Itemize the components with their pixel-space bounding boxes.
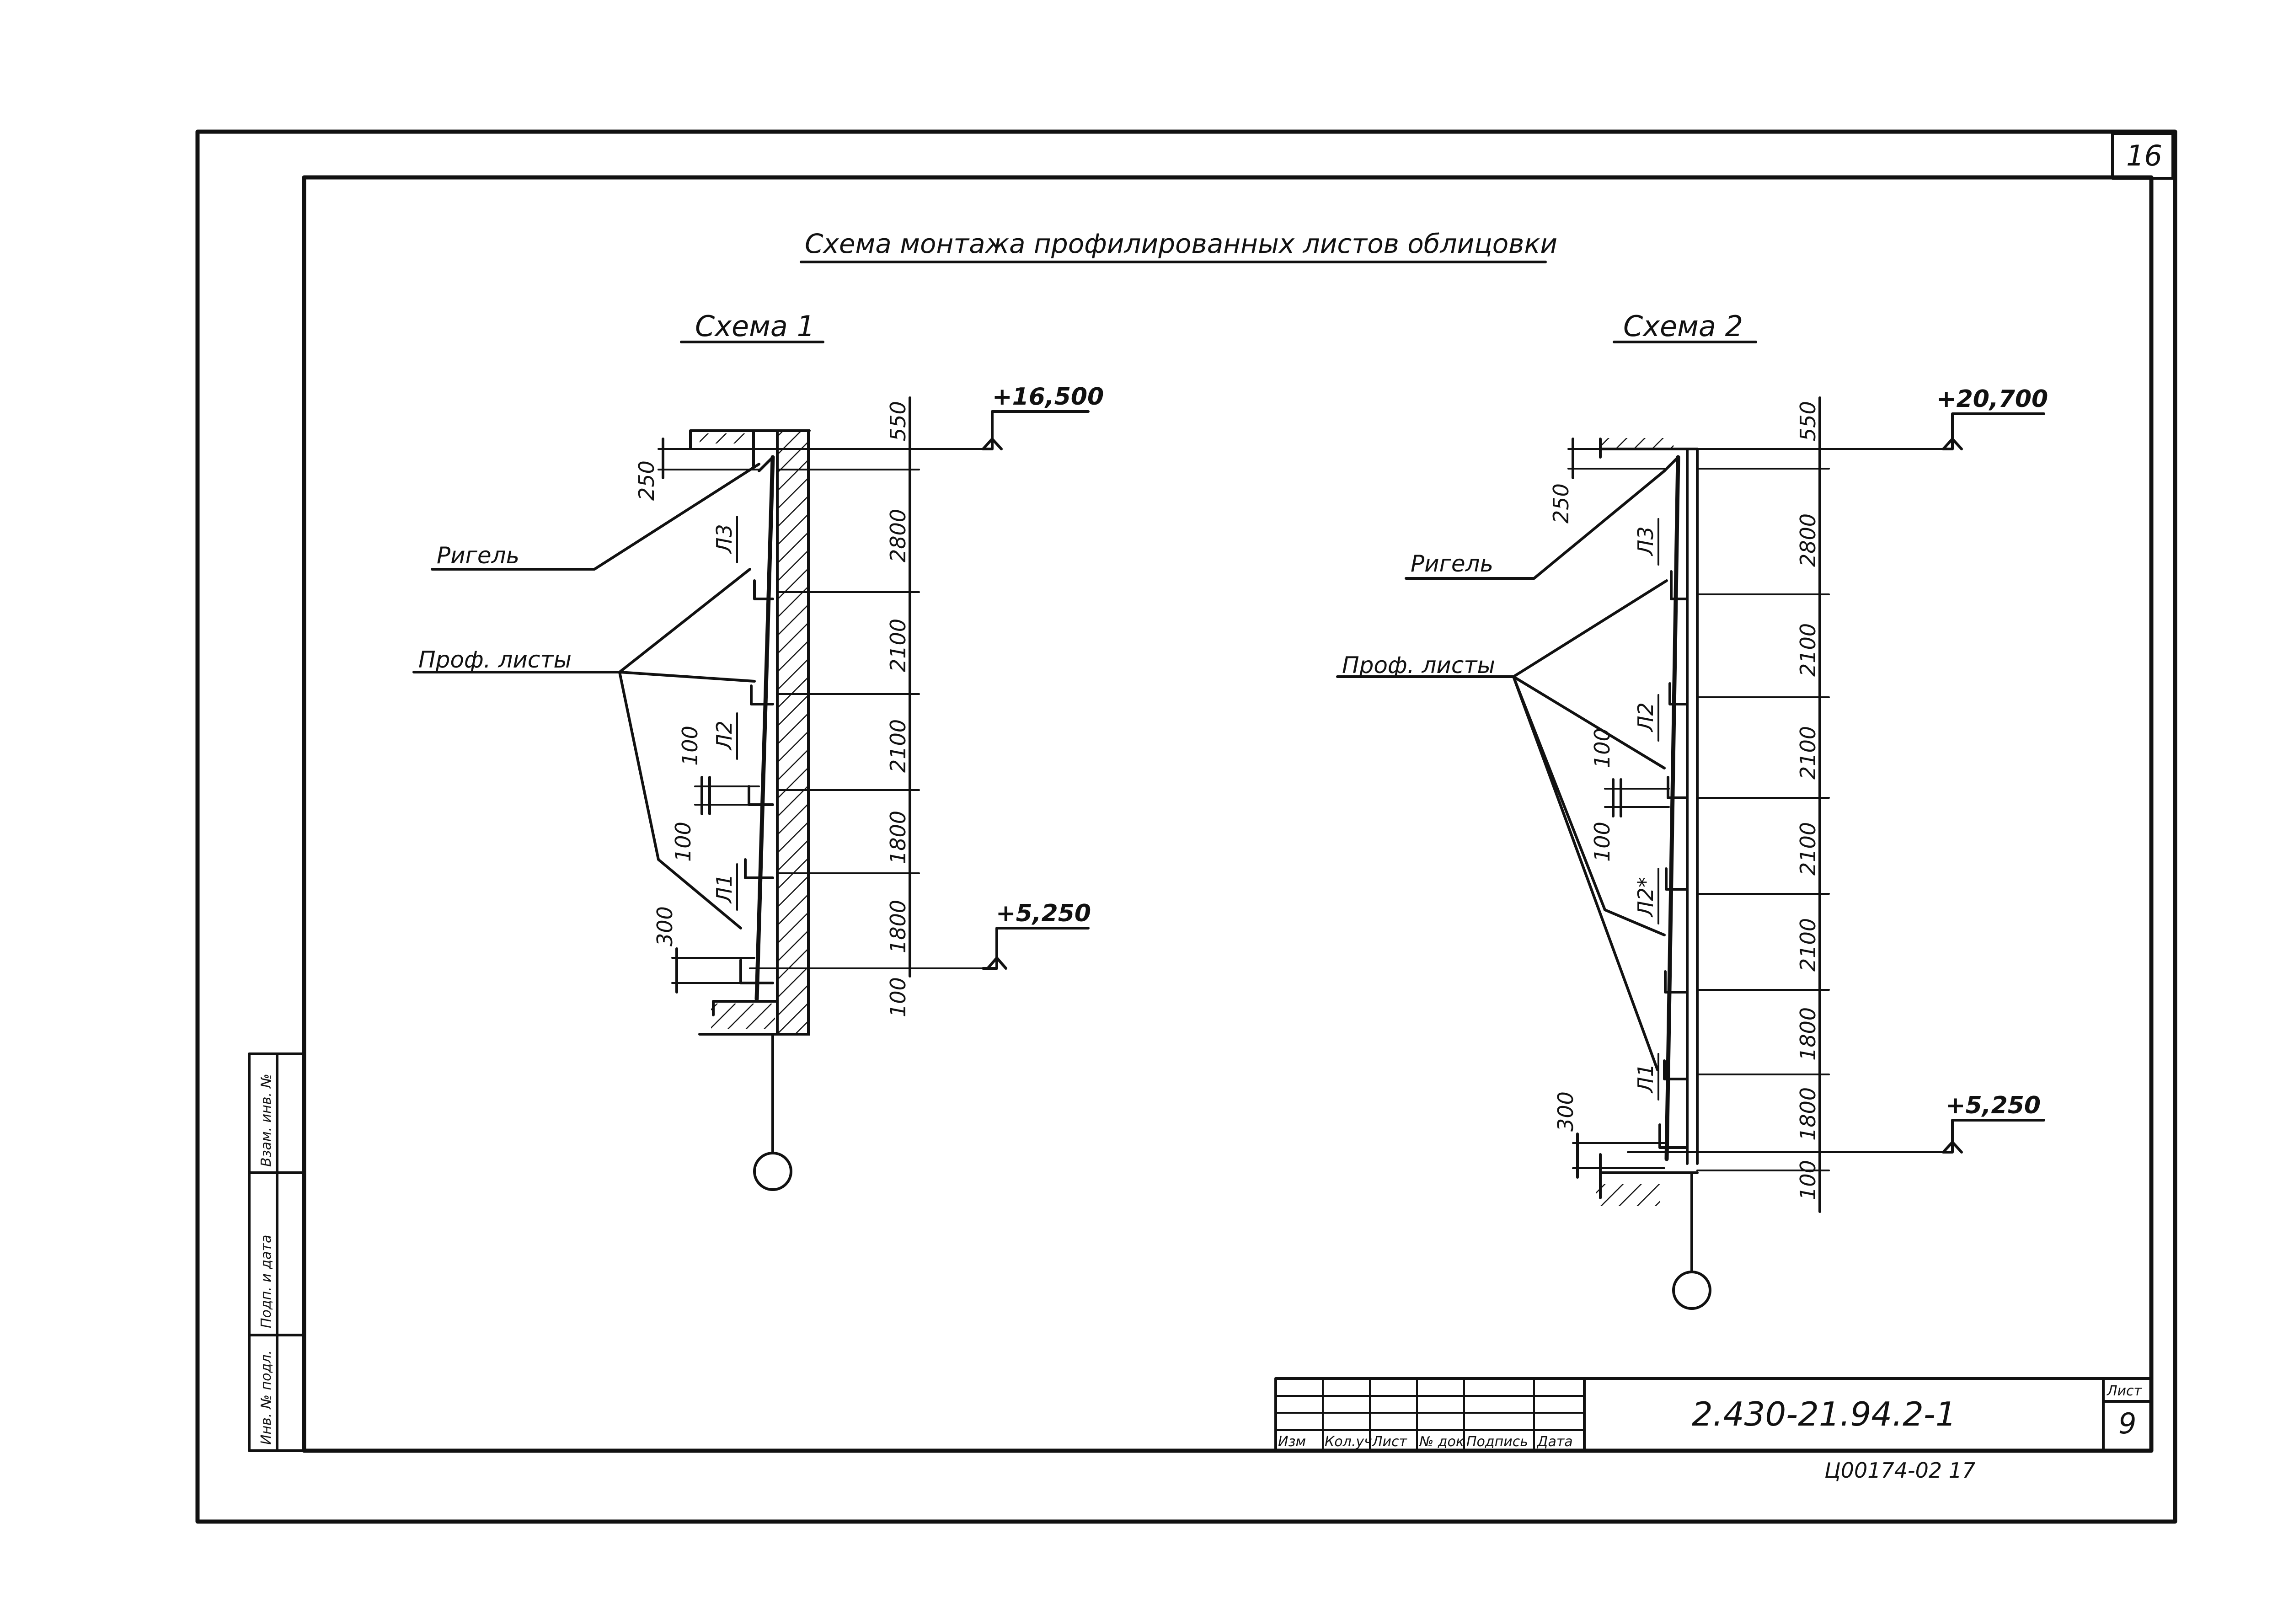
scheme1-mark-L1: Л1 xyxy=(712,874,737,904)
scheme2-dim-100b: 100 xyxy=(1590,822,1615,862)
doc-code: 2.430-21.94.2-1 xyxy=(1692,1395,1957,1433)
scheme2-dim-2800: 2800 xyxy=(1796,513,1820,567)
scheme2-dim-250: 250 xyxy=(1549,483,1573,524)
scheme2-dim-2100a: 2100 xyxy=(1796,623,1820,677)
scheme1-dim-100a: 100 xyxy=(678,726,702,766)
scheme2-dim-1800a: 1800 xyxy=(1796,1007,1820,1061)
side-stamp-sign: Подп. и дата xyxy=(258,1235,274,1328)
sheet-label: Лист xyxy=(2107,1383,2143,1399)
scheme1-dim-100: 100 xyxy=(886,977,910,1017)
title-block xyxy=(1274,1377,2153,1452)
scheme2-dim-1800b: 1800 xyxy=(1796,1087,1820,1141)
title-col-date: Дата xyxy=(1536,1434,1573,1450)
scheme2-mark-L2: Л2 xyxy=(1633,702,1658,732)
scheme2-dim-2100d: 2100 xyxy=(1796,918,1820,972)
scheme1-dim-550: 550 xyxy=(886,401,910,441)
main-title: Схема монтажа профилированных листов обл… xyxy=(805,228,1557,259)
scheme2-title: Схема 2 xyxy=(1623,310,1743,343)
scheme-2: Схема 2 xyxy=(1336,310,2048,1310)
side-stamp-inv: Инв. № подл. xyxy=(258,1350,274,1445)
scheme2-elev-bottom: +5,250 xyxy=(1946,1092,2041,1119)
scheme1-dim-2800: 2800 xyxy=(886,509,910,562)
scheme1-mark-L2: Л2 xyxy=(712,721,737,751)
scheme1-elev-bottom: +5,250 xyxy=(996,900,1091,927)
title-col-doc: № док xyxy=(1418,1434,1464,1450)
scheme2-dim-100: 100 xyxy=(1796,1160,1820,1200)
scheme1-dim-250: 250 xyxy=(634,460,659,501)
scheme-1: Схема 1 550 2800 xyxy=(412,310,1104,1191)
scheme1-dim-1800b: 1800 xyxy=(886,900,910,953)
scheme2-dim-100a: 100 xyxy=(1590,728,1615,768)
scheme2-dim-550: 550 xyxy=(1796,401,1820,441)
scheme1-dim-1800a: 1800 xyxy=(886,811,910,864)
scheme1-elev-top: +16,500 xyxy=(992,383,1104,411)
title-col-kol: Кол.уч xyxy=(1325,1434,1372,1450)
scheme1-dim-2100b: 2100 xyxy=(886,719,910,773)
scheme2-mark-L2star: Л2* xyxy=(1633,877,1658,918)
scheme1-label-rigel: Ригель xyxy=(437,542,519,569)
scheme2-dim-300: 300 xyxy=(1553,1091,1578,1132)
scheme2-mark-L3: Л3 xyxy=(1633,526,1658,556)
scheme1-dim-100b: 100 xyxy=(671,822,695,862)
scheme2-label-rigel: Ригель xyxy=(1411,550,1493,577)
sheet-frame xyxy=(195,129,2177,1524)
scheme1-wall xyxy=(776,429,810,1036)
scheme1-dim-300: 300 xyxy=(652,906,677,946)
title-col-izm: Изм xyxy=(1278,1434,1306,1450)
title-col-list: Лист xyxy=(1372,1434,1408,1450)
scheme2-mark-L1: Л1 xyxy=(1633,1063,1658,1094)
side-stamp-replace: Взам. инв. № xyxy=(258,1074,274,1167)
scheme1-mark-L3: Л3 xyxy=(712,524,737,554)
scheme1-title: Схема 1 xyxy=(695,310,815,343)
title-col-sign: Подпись xyxy=(1466,1434,1528,1450)
page-number: 16 xyxy=(2126,139,2162,172)
scheme2-label-sheets: Проф. листы xyxy=(1342,652,1495,678)
archive-code: Ц00174-02 17 xyxy=(1824,1458,1975,1483)
scheme1-dim-2100a: 2100 xyxy=(886,619,910,672)
scheme2-dim-2100c: 2100 xyxy=(1796,822,1820,876)
sheet-number: 9 xyxy=(2118,1407,2136,1440)
side-stamp: Инв. № подл. Подп. и дата Взам. инв. № xyxy=(248,1052,305,1452)
scheme1-label-sheets: Проф. листы xyxy=(418,646,572,673)
scheme2-elev-top: +20,700 xyxy=(1936,385,2048,413)
scheme2-dim-2100b: 2100 xyxy=(1796,726,1820,780)
